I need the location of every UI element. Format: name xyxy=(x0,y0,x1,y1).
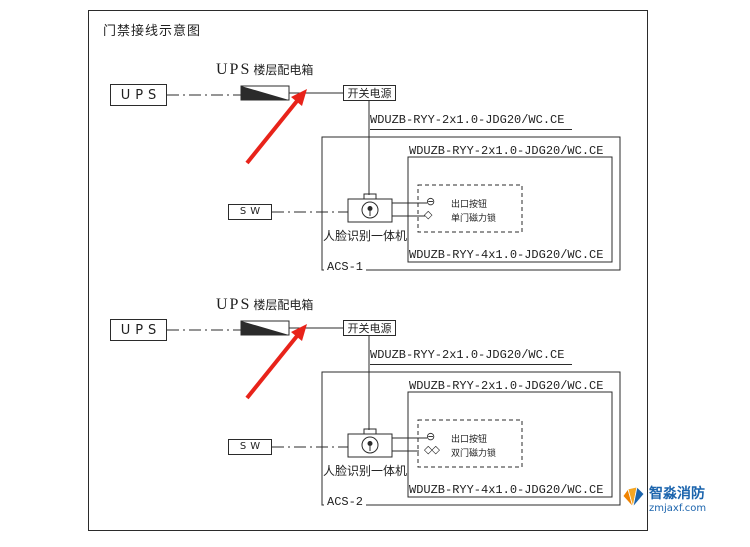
dist-label-prefix: UPS xyxy=(216,296,252,313)
ups-box-label: UPS xyxy=(120,322,162,338)
field-wiring-rect xyxy=(407,391,613,498)
switching-psu-box: 开关电源 xyxy=(343,85,396,101)
wiring-diagram-svg-1 xyxy=(167,85,621,271)
ups-box-label: UPS xyxy=(120,87,162,103)
panel-enclosure-rect xyxy=(321,136,621,271)
riser-cable-label: WDUZB-RYY-2x1.0-JDG20/WC.CE xyxy=(370,113,572,130)
face-reader-label: 人脸识别一体机 xyxy=(323,229,408,243)
maglock-icon: ◇ xyxy=(424,208,433,221)
sw-label: SW xyxy=(239,441,265,452)
maglock-label: 单门磁力锁 xyxy=(451,214,497,224)
dist-label-prefix: UPS xyxy=(216,61,252,78)
sw-label: SW xyxy=(239,206,265,217)
switching-psu-box: 开关电源 xyxy=(343,320,396,336)
exit-button-icon: ⊖ xyxy=(426,195,436,208)
panel-id-label: ACS-2 xyxy=(324,495,367,509)
red-annotation-arrow xyxy=(245,89,307,165)
sw-box: SW xyxy=(228,204,272,220)
dist-label-suffix: 楼层配电箱 xyxy=(253,298,314,312)
riser-cable-label: WDUZB-RYY-2x1.0-JDG20/WC.CE xyxy=(370,348,572,365)
psu-label: 开关电源 xyxy=(347,321,392,335)
door-devices-dashed-box xyxy=(417,184,523,233)
panel-id-label: ACS-1 xyxy=(324,260,367,274)
wiring-diagram-svg-2 xyxy=(167,320,621,506)
distribution-box-symbol xyxy=(240,85,290,101)
ups-box: UPS xyxy=(110,84,167,106)
ups-box: UPS xyxy=(110,319,167,341)
panel-enclosure-rect xyxy=(321,371,621,506)
drawing-title: 门禁接线示意图 xyxy=(103,24,202,39)
dist-label-suffix: 楼层配电箱 xyxy=(253,63,314,77)
brand-fan-icon xyxy=(622,486,645,508)
maglock-icon: ◇◇ xyxy=(424,443,440,456)
field-wiring-rect xyxy=(407,156,613,263)
exit-button-label: 出口按钮 xyxy=(451,435,488,445)
door-devices-dashed-box xyxy=(417,419,523,468)
exit-button-icon: ⊖ xyxy=(426,430,436,443)
panel-cable-top-label: WDUZB-RYY-2x1.0-JDG20/WC.CE xyxy=(409,379,604,393)
sw-box: SW xyxy=(228,439,272,455)
brand-site: zmjaxf.com xyxy=(649,502,707,514)
watermark-text: 智淼消防 zmjaxf.com xyxy=(649,486,706,515)
psu-label: 开关电源 xyxy=(347,86,392,100)
face-reader-label: 人脸识别一体机 xyxy=(323,464,408,478)
maglock-label: 双门磁力锁 xyxy=(451,449,497,459)
panel-cable-bottom-label: WDUZB-RYY-4x1.0-JDG20/WC.CE xyxy=(409,483,604,497)
panel-cable-top-label: WDUZB-RYY-2x1.0-JDG20/WC.CE xyxy=(409,144,604,158)
panel-cable-bottom-label: WDUZB-RYY-4x1.0-JDG20/WC.CE xyxy=(409,248,604,262)
red-annotation-arrow xyxy=(245,324,307,400)
brand-name: 智淼消防 xyxy=(649,486,705,502)
watermark-logo: 智淼消防 zmjaxf.com xyxy=(621,486,706,515)
face-reader-symbol xyxy=(347,193,393,223)
face-reader-symbol xyxy=(347,428,393,458)
distribution-box-symbol xyxy=(240,320,290,336)
exit-button-label: 出口按钮 xyxy=(451,200,488,210)
